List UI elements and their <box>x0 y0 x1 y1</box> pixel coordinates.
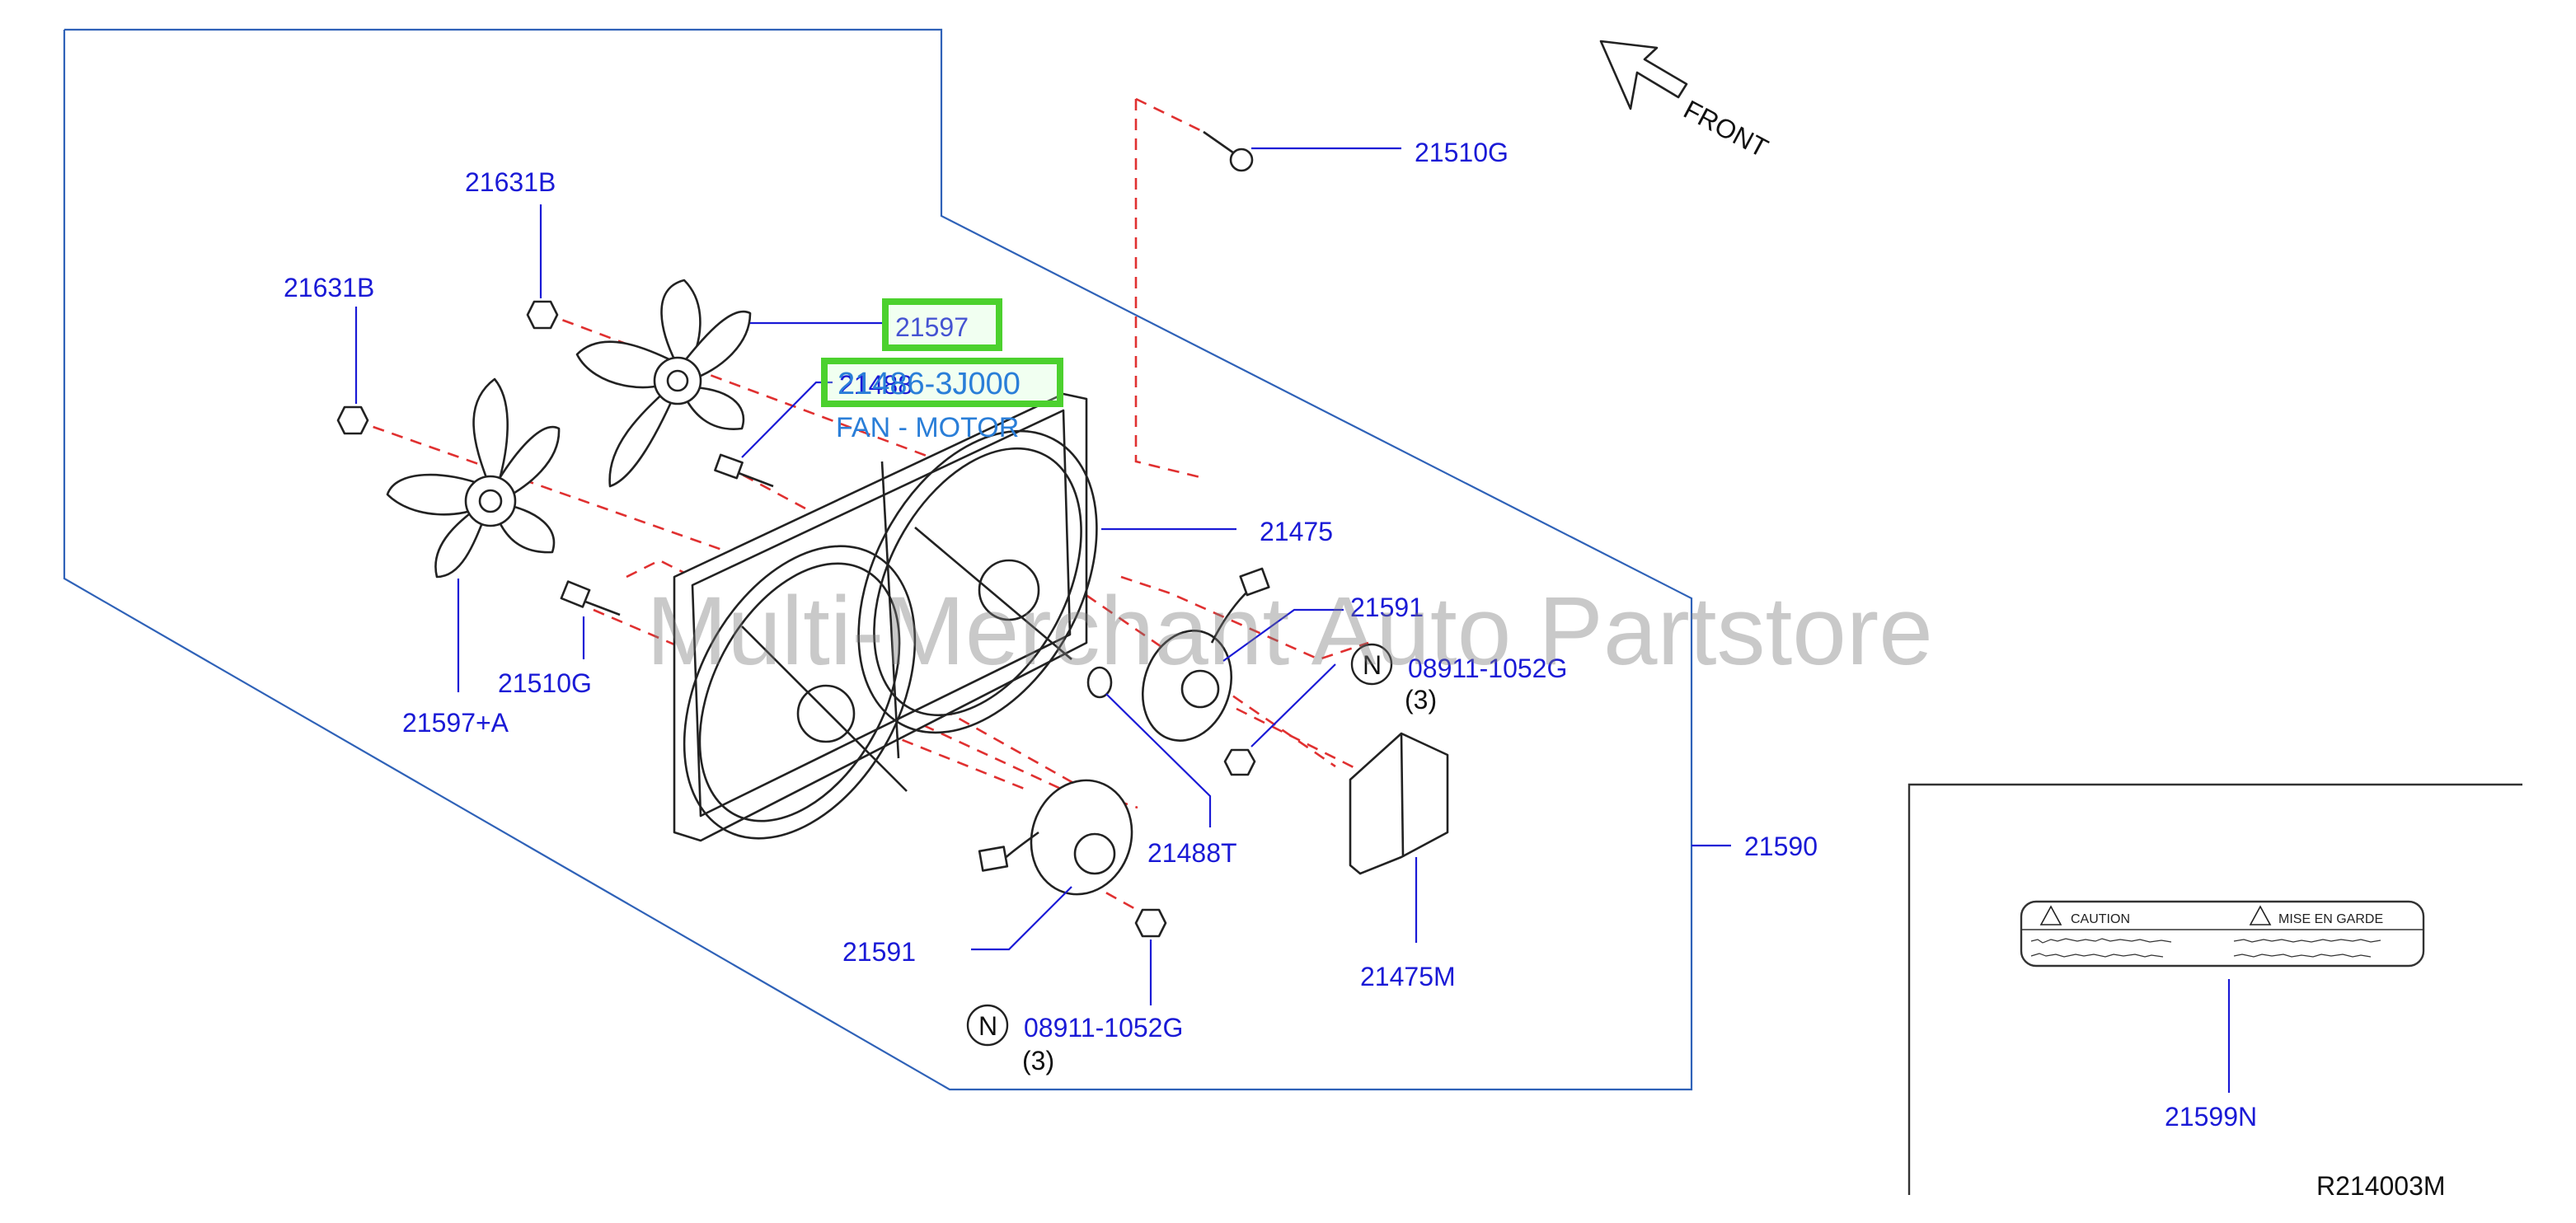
watermark: Multi-Merchant Auto Partstore <box>646 577 1933 686</box>
bolt-icon <box>560 580 621 616</box>
caution-title-right: MISE EN GARDE <box>2278 912 2383 926</box>
caution-title-left: CAUTION <box>2071 912 2130 926</box>
nut-icon <box>336 405 369 435</box>
highlight-box-part <box>821 358 1063 407</box>
front-arrow-icon <box>1599 40 1688 110</box>
assembly-outline <box>63 28 1693 1091</box>
quantity-label-lower: (3) <box>1022 1046 1054 1075</box>
n-marker-upper: N <box>1363 650 1382 680</box>
part-label-21591-upper[interactable]: 21591 <box>1350 593 1424 622</box>
part-label-21475[interactable]: 21475 <box>1260 517 1333 546</box>
bolt-icon <box>1203 130 1254 172</box>
quantity-label-upper: (3) <box>1405 685 1437 715</box>
part-label-21510g-top[interactable]: 21510G <box>1415 138 1509 167</box>
diagram-code: R214003M <box>2316 1171 2446 1201</box>
part-label-21597[interactable]: 21597 <box>895 312 969 342</box>
part-label-21631b-upper[interactable]: 21631B <box>465 167 556 197</box>
nut-icon <box>526 300 559 330</box>
part-label-21475m[interactable]: 21475M <box>1360 962 1456 991</box>
fan-blade-lower-icon <box>386 377 561 579</box>
part-label-08911-upper[interactable]: 08911-1052G <box>1408 654 1567 683</box>
part-label-21510g-left[interactable]: 21510G <box>498 668 592 698</box>
nut-icon <box>1134 908 1167 938</box>
caution-label: CAUTION MISE EN GARDE <box>2020 900 2425 968</box>
warning-triangle-icon <box>2249 905 2272 925</box>
part-label-08911-lower[interactable]: 08911-1052G <box>1024 1013 1183 1043</box>
n-marker-icon <box>1350 643 1393 686</box>
bolt-icon <box>714 453 774 488</box>
fan-blade-upper-icon <box>575 279 752 488</box>
highlight-box-21597 <box>882 298 1002 351</box>
part-label-21591-lower[interactable]: 21591 <box>842 937 916 967</box>
part-label-21590[interactable]: 21590 <box>1744 832 1818 861</box>
part-label-21488[interactable]: 21488 <box>839 370 913 400</box>
part-label-21488t[interactable]: 21488T <box>1147 838 1237 868</box>
front-label: FRONT <box>1679 94 1773 163</box>
n-marker-lower: N <box>978 1011 997 1041</box>
washer-icon <box>1086 666 1113 699</box>
highlight-part-number[interactable]: 21486-3J000 <box>838 367 1021 401</box>
highlight-part-name: FAN - MOTOR <box>836 412 1019 443</box>
motor-upper-icon <box>1141 567 1270 742</box>
warning-triangle-icon <box>2039 905 2062 925</box>
nut-icon <box>1223 748 1256 776</box>
caution-panel-outline <box>1907 783 2522 1195</box>
part-label-21597a[interactable]: 21597+A <box>402 708 509 738</box>
part-label-21599n[interactable]: 21599N <box>2165 1102 2257 1132</box>
part-label-21631b-lower[interactable]: 21631B <box>284 273 374 302</box>
motor-lower-icon <box>978 779 1133 896</box>
n-marker-icon <box>966 1004 1009 1047</box>
fan-motor-cover-icon <box>1349 732 1449 875</box>
